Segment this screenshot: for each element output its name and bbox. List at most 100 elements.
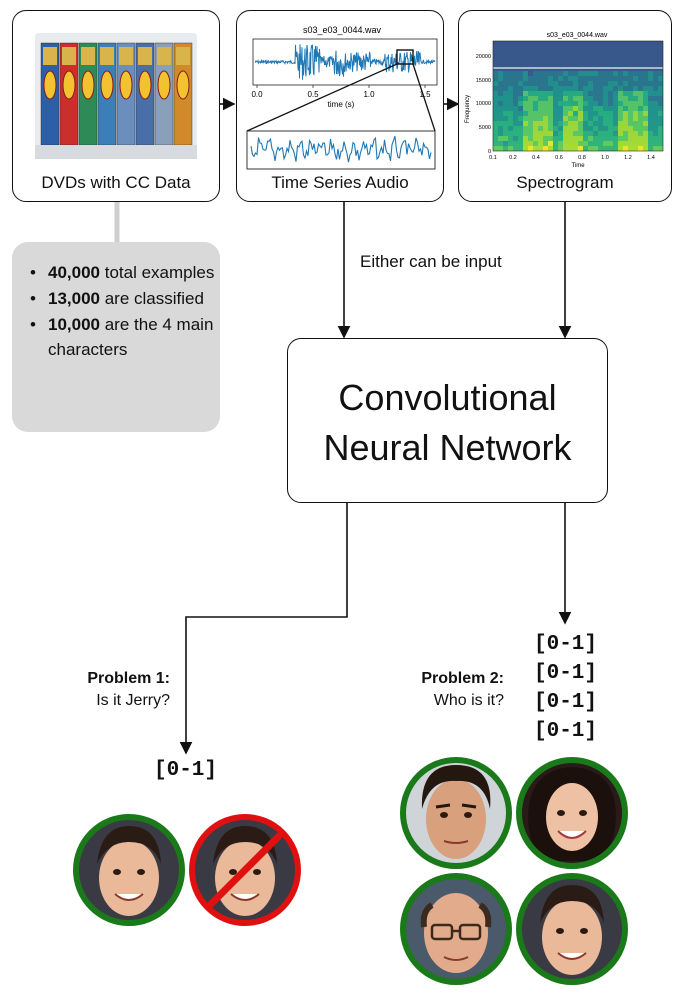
spectrogram-cell bbox=[598, 71, 603, 76]
spectrogram-cell bbox=[643, 146, 648, 151]
spectrogram-cell bbox=[493, 101, 498, 106]
spectrogram-cell bbox=[633, 81, 638, 86]
spectrogram-cell bbox=[578, 61, 583, 66]
spectrogram-cell bbox=[608, 41, 613, 46]
spectrogram-cell bbox=[618, 136, 623, 141]
spectrogram-cell bbox=[533, 71, 538, 76]
spectrogram-cell bbox=[548, 41, 553, 46]
spectrogram-cell bbox=[553, 76, 558, 81]
spectrogram-cell bbox=[503, 136, 508, 141]
spectrogram-cell bbox=[518, 46, 523, 51]
spectrogram-cell bbox=[558, 101, 563, 106]
spectrogram-cell bbox=[653, 131, 658, 136]
spectrogram-cell bbox=[493, 131, 498, 136]
spectrogram-cell bbox=[553, 56, 558, 61]
spectrogram-cell bbox=[508, 96, 513, 101]
dvd-logo bbox=[100, 70, 114, 100]
spectrogram-cell bbox=[568, 71, 573, 76]
spectrogram-cell bbox=[548, 131, 553, 136]
spectrogram-cell bbox=[558, 136, 563, 141]
spectrogram-cell bbox=[523, 131, 528, 136]
spectrogram-cell bbox=[633, 61, 638, 66]
spectrogram-cell bbox=[588, 71, 593, 76]
spectrogram-cell bbox=[578, 101, 583, 106]
spectrogram-cell bbox=[613, 146, 618, 151]
spectrogram-cell bbox=[538, 86, 543, 91]
spectrogram-cell bbox=[528, 76, 533, 81]
zoom-highlight bbox=[396, 49, 414, 65]
spectrogram-cell bbox=[498, 106, 503, 111]
spectrogram-cell bbox=[543, 116, 548, 121]
problem1-output: [0-1] bbox=[154, 759, 218, 782]
spectrogram-cell bbox=[628, 96, 633, 101]
spectrogram-cell bbox=[648, 136, 653, 141]
spectrogram-cell bbox=[583, 146, 588, 151]
spectrogram-cell bbox=[653, 76, 658, 81]
spectrogram-cell bbox=[528, 96, 533, 101]
spectrogram-cell bbox=[548, 46, 553, 51]
spectrogram-cell bbox=[513, 121, 518, 126]
spectrogram-cell bbox=[498, 111, 503, 116]
spectrogram-cell bbox=[518, 101, 523, 106]
spectrogram-cell bbox=[633, 111, 638, 116]
spectrogram-cell bbox=[568, 146, 573, 151]
spectrogram-cell bbox=[573, 136, 578, 141]
spectrogram-cell bbox=[538, 51, 543, 56]
spectrogram-cell bbox=[543, 81, 548, 86]
spectrogram-cell bbox=[518, 141, 523, 146]
spectrogram-cell bbox=[538, 116, 543, 121]
spectrogram-cell bbox=[653, 126, 658, 131]
spectrogram-cell bbox=[563, 101, 568, 106]
spectrogram-cell bbox=[633, 136, 638, 141]
spectrogram-cell bbox=[543, 76, 548, 81]
spectrogram-cell bbox=[543, 96, 548, 101]
spectrogram-cell bbox=[573, 61, 578, 66]
spectrogram-cell bbox=[578, 71, 583, 76]
problem1-title: Problem 1: bbox=[87, 670, 170, 687]
spectrogram-cell bbox=[533, 76, 538, 81]
spectrogram-cell bbox=[658, 116, 663, 121]
spectrogram-cell bbox=[598, 51, 603, 56]
spectrogram-cell bbox=[598, 121, 603, 126]
spectrogram-cell bbox=[628, 61, 633, 66]
spectrogram-cell bbox=[638, 61, 643, 66]
spectrogram-cell bbox=[623, 126, 628, 131]
spectrogram-cell bbox=[593, 71, 598, 76]
spectrogram-cell bbox=[593, 96, 598, 101]
face-george bbox=[400, 873, 512, 985]
spectrogram-cell bbox=[518, 56, 523, 61]
spectrogram-cell bbox=[578, 116, 583, 121]
spectrogram-cell bbox=[658, 56, 663, 61]
spectrogram-cell bbox=[583, 111, 588, 116]
problem1-question: Is it Jerry? bbox=[96, 692, 170, 709]
spectrogram-cell bbox=[628, 131, 633, 136]
spectrogram-cell bbox=[618, 86, 623, 91]
spectrogram-cell bbox=[533, 46, 538, 51]
waveform-tick-label: 0.5 bbox=[307, 90, 319, 99]
spectrogram-cell bbox=[578, 81, 583, 86]
spectrogram-cell bbox=[558, 56, 563, 61]
spectrogram-cell bbox=[523, 116, 528, 121]
spectrogram-cell bbox=[613, 96, 618, 101]
spectrogram-cell bbox=[563, 146, 568, 151]
spectrogram-cell bbox=[633, 101, 638, 106]
spectrogram-cell bbox=[623, 61, 628, 66]
spectrogram-cell bbox=[588, 81, 593, 86]
spectrogram-cell bbox=[648, 116, 653, 121]
spectrogram-cell bbox=[573, 46, 578, 51]
spectrogram-cell bbox=[608, 91, 613, 96]
spectrogram-cell bbox=[498, 121, 503, 126]
spectrogram-cell bbox=[588, 141, 593, 146]
spectrogram-cell bbox=[558, 116, 563, 121]
spectrogram-cell bbox=[568, 46, 573, 51]
spectrogram-cell bbox=[643, 46, 648, 51]
spectrogram-cell bbox=[558, 111, 563, 116]
spectrogram-cell bbox=[553, 61, 558, 66]
spectrogram-cell bbox=[623, 136, 628, 141]
spectrogram-cell bbox=[548, 86, 553, 91]
spectrogram-cell bbox=[498, 131, 503, 136]
spectrogram-cell bbox=[558, 91, 563, 96]
spectrogram-cell bbox=[608, 141, 613, 146]
